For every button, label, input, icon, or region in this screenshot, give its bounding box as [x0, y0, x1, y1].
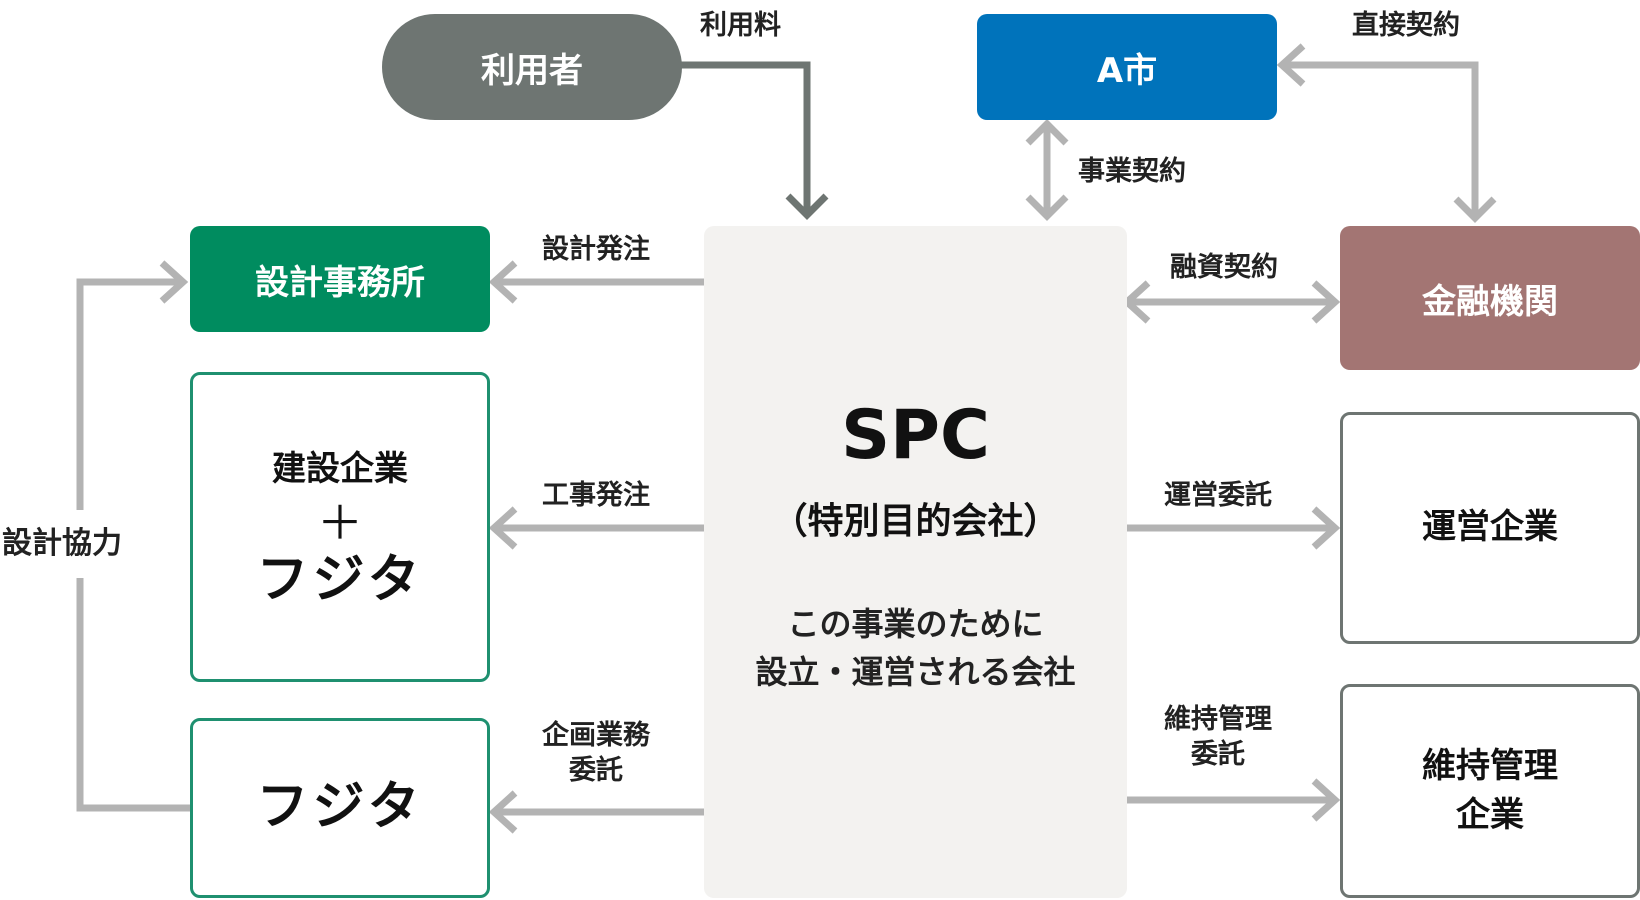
- node-maintenance-label-2: 企業: [1456, 795, 1524, 835]
- arrowhead-construction-order: [488, 506, 518, 550]
- spc-title: SPC: [841, 396, 990, 475]
- label-project-contract: 事業契約: [1078, 156, 1186, 187]
- arrowhead-design-coop: [159, 260, 189, 304]
- spc-subtitle: （特別目的会社）: [771, 501, 1060, 542]
- arrow-design-coop-top: [76, 278, 183, 510]
- label-planning-line-2: 委託: [569, 755, 623, 787]
- label-design-order: 設計発注: [542, 234, 650, 265]
- label-maintenance-consign: 維持管理 委託: [1164, 702, 1272, 772]
- arrowhead-direct-contract-city: [1276, 43, 1306, 87]
- node-a-city: A市: [977, 14, 1277, 120]
- node-fujita: フジタ: [190, 718, 490, 898]
- node-construction: 建設企業 ＋ フジタ: [190, 372, 490, 682]
- node-maintenance-label-1: 維持管理: [1422, 745, 1558, 786]
- label-design-coop: 設計協力: [2, 526, 122, 561]
- node-design-office: 設計事務所: [190, 226, 490, 332]
- arrow-design-coop-bottom: [76, 578, 190, 812]
- label-planning-line-1: 企画業務: [542, 720, 650, 751]
- spc-description-line-1: この事業のために: [787, 605, 1044, 643]
- label-operation-consign: 運営委託: [1164, 480, 1272, 511]
- node-operation-company: 運営企業: [1340, 412, 1640, 644]
- label-usage-fee: 利用料: [700, 10, 781, 41]
- arrowhead-project-contract-bottom: [1025, 194, 1069, 221]
- node-design-office-label: 設計事務所: [255, 262, 425, 303]
- node-maintenance-company: 維持管理 企業: [1340, 684, 1640, 898]
- node-user: 利用者: [382, 14, 682, 120]
- label-maint-line-2: 委託: [1191, 739, 1245, 771]
- arrowhead-operation: [1311, 506, 1341, 550]
- label-direct-contract: 直接契約: [1352, 10, 1460, 41]
- arrowhead-loan-left: [1121, 280, 1151, 324]
- fujita-logo: フジタ: [256, 550, 424, 611]
- arrowhead-usage-fee: [785, 193, 829, 220]
- arrowhead-maintenance: [1311, 778, 1341, 822]
- label-planning: 企画業務 委託: [542, 718, 650, 788]
- label-construction-order: 工事発注: [542, 480, 650, 511]
- label-maint-line-1: 維持管理: [1164, 704, 1272, 735]
- arrowhead-direct-contract-bank: [1453, 196, 1497, 223]
- plus-sign: ＋: [317, 496, 363, 551]
- arrowhead-planning: [488, 790, 518, 834]
- arrow-direct-contract: [1282, 61, 1479, 218]
- spc-description-line-2: 設立・運営される会社: [755, 653, 1076, 691]
- arrowhead-loan-right: [1311, 280, 1341, 324]
- node-user-label: 利用者: [481, 50, 583, 91]
- node-a-city-label: A市: [1096, 50, 1158, 91]
- arrowhead-design-order: [488, 260, 518, 304]
- node-spc: SPC （特別目的会社） この事業のために 設立・運営される会社: [704, 226, 1127, 898]
- node-operation-label: 運営企業: [1422, 507, 1558, 548]
- node-construction-label: 建設企業: [272, 448, 408, 489]
- arrowhead-project-contract-top: [1025, 119, 1069, 146]
- label-loan-contract: 融資契約: [1170, 252, 1278, 283]
- arrow-usage-fee: [680, 61, 811, 215]
- node-financial-label: 金融機関: [1422, 281, 1558, 322]
- fujita-logo: フジタ: [256, 777, 424, 838]
- node-financial-institution: 金融機関: [1340, 226, 1640, 370]
